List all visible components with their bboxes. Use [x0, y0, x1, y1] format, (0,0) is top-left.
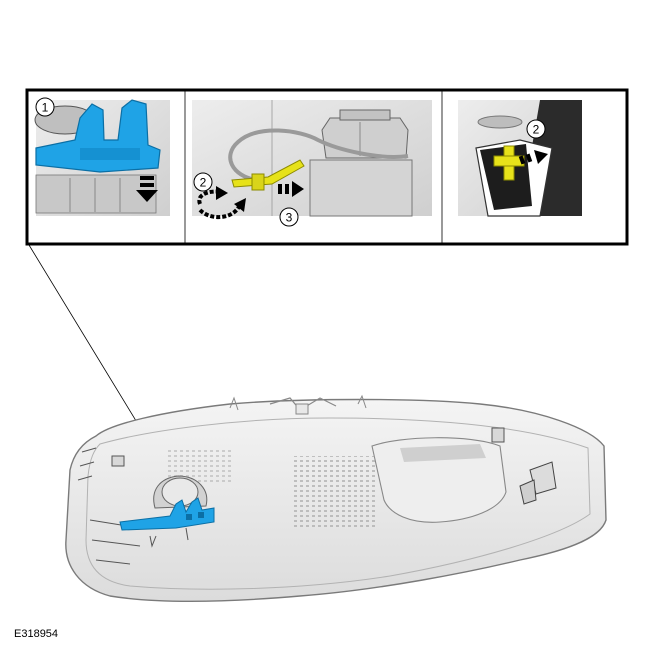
- vent-grille: [292, 456, 376, 530]
- yellow-lock-tab: [231, 159, 305, 191]
- slide-right-arrow-icon: [278, 181, 304, 197]
- callout-label-1: 1: [42, 101, 49, 115]
- blue-clip: [35, 99, 161, 173]
- callout-circle-4: [526, 119, 546, 139]
- detail-panel-2: 2 3: [192, 100, 432, 227]
- callout-circle-2: [193, 172, 213, 192]
- callout-circle-1: [35, 97, 55, 117]
- callout-circle-3: [279, 207, 299, 227]
- callout-label-4: 2: [533, 123, 540, 137]
- push-down-arrow-icon: [136, 176, 158, 202]
- connector-housing: [309, 109, 413, 217]
- slide-right-arrow-icon: [518, 150, 548, 165]
- sensor-cover: [65, 394, 607, 602]
- detail-panel-3: 2: [458, 100, 582, 217]
- callout-label-2: 2: [200, 176, 207, 190]
- rotate-arrow-icon: [197, 186, 246, 220]
- blue-clip-location: [119, 497, 215, 531]
- wire-loop: [228, 128, 409, 182]
- figure-id: E318954: [14, 628, 59, 640]
- detail-panel-1: 1: [34, 97, 170, 216]
- callout-label-3: 3: [286, 211, 293, 225]
